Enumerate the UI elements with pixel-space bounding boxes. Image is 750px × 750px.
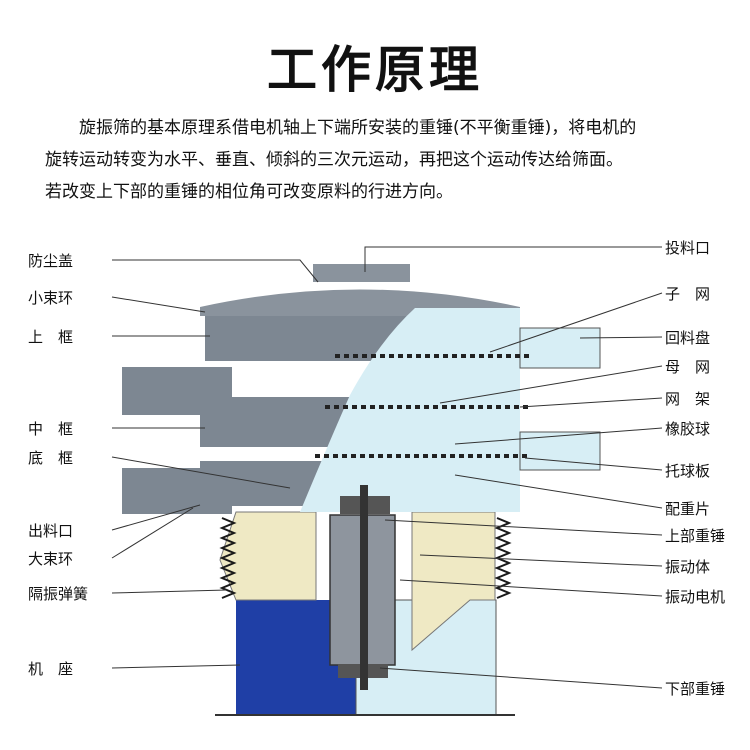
leader-lines-right [364, 246, 663, 689]
label-upper-frame: 上 框 [28, 328, 74, 346]
label-discharge-outlet: 出料口 [28, 522, 74, 540]
outlet-bottom [122, 468, 232, 514]
cutaway-interior [300, 308, 520, 512]
description-line-3: 若改变上下部的重锤的相位角可改变原料的行进方向。 [45, 182, 453, 202]
label-bottom-frame: 底 框 [28, 449, 74, 467]
description-line-1: 旋振筛的基本原理系借电机轴上下端所安装的重锤(不平衡重锤)，将电机的 [79, 118, 637, 138]
outlet-upper [122, 367, 232, 415]
vibration-panel-left [219, 511, 317, 601]
label-screen-rack: 网 架 [665, 390, 711, 408]
label-main-screen: 母 网 [665, 358, 711, 376]
page-title: 工作原理 [267, 41, 483, 99]
motor-shaft [360, 485, 368, 690]
leader-lines-left [111, 259, 319, 669]
label-vibration-body: 振动体 [665, 558, 711, 576]
label-upper-weight: 上部重锤 [665, 527, 726, 545]
isolation-spring-left [219, 517, 237, 599]
label-return-tray: 回料盘 [665, 329, 711, 347]
return-tray-upper [519, 327, 601, 369]
label-large-clamp-ring: 大束环 [28, 550, 74, 568]
label-ball-support-plate: 托球板 [665, 462, 711, 480]
label-isolation-spring: 隔振弹簧 [28, 585, 89, 603]
label-counterweight-plate: 配重片 [665, 500, 711, 518]
label-dust-cover: 防尘盖 [28, 252, 74, 270]
label-small-clamp-ring: 小束环 [28, 289, 74, 307]
label-lower-weight: 下部重锤 [665, 680, 726, 698]
description-line-2: 旋转运动转变为水平、垂直、倾斜的三次元运动，再把这个运动传达给筛面。 [45, 150, 623, 170]
feed-inlet-collar [313, 264, 410, 282]
label-sub-screen: 子 网 [665, 285, 711, 303]
description-paragraph: 旋振筛的基本原理系借电机轴上下端所安装的重锤(不平衡重锤)，将电机的 旋转运动转… [45, 112, 715, 208]
label-feed-inlet: 投料口 [665, 239, 711, 257]
label-middle-frame: 中 框 [28, 420, 74, 438]
label-vibration-motor: 振动电机 [665, 588, 726, 606]
label-machine-base: 机 座 [28, 660, 74, 678]
label-rubber-ball: 橡胶球 [665, 420, 711, 438]
